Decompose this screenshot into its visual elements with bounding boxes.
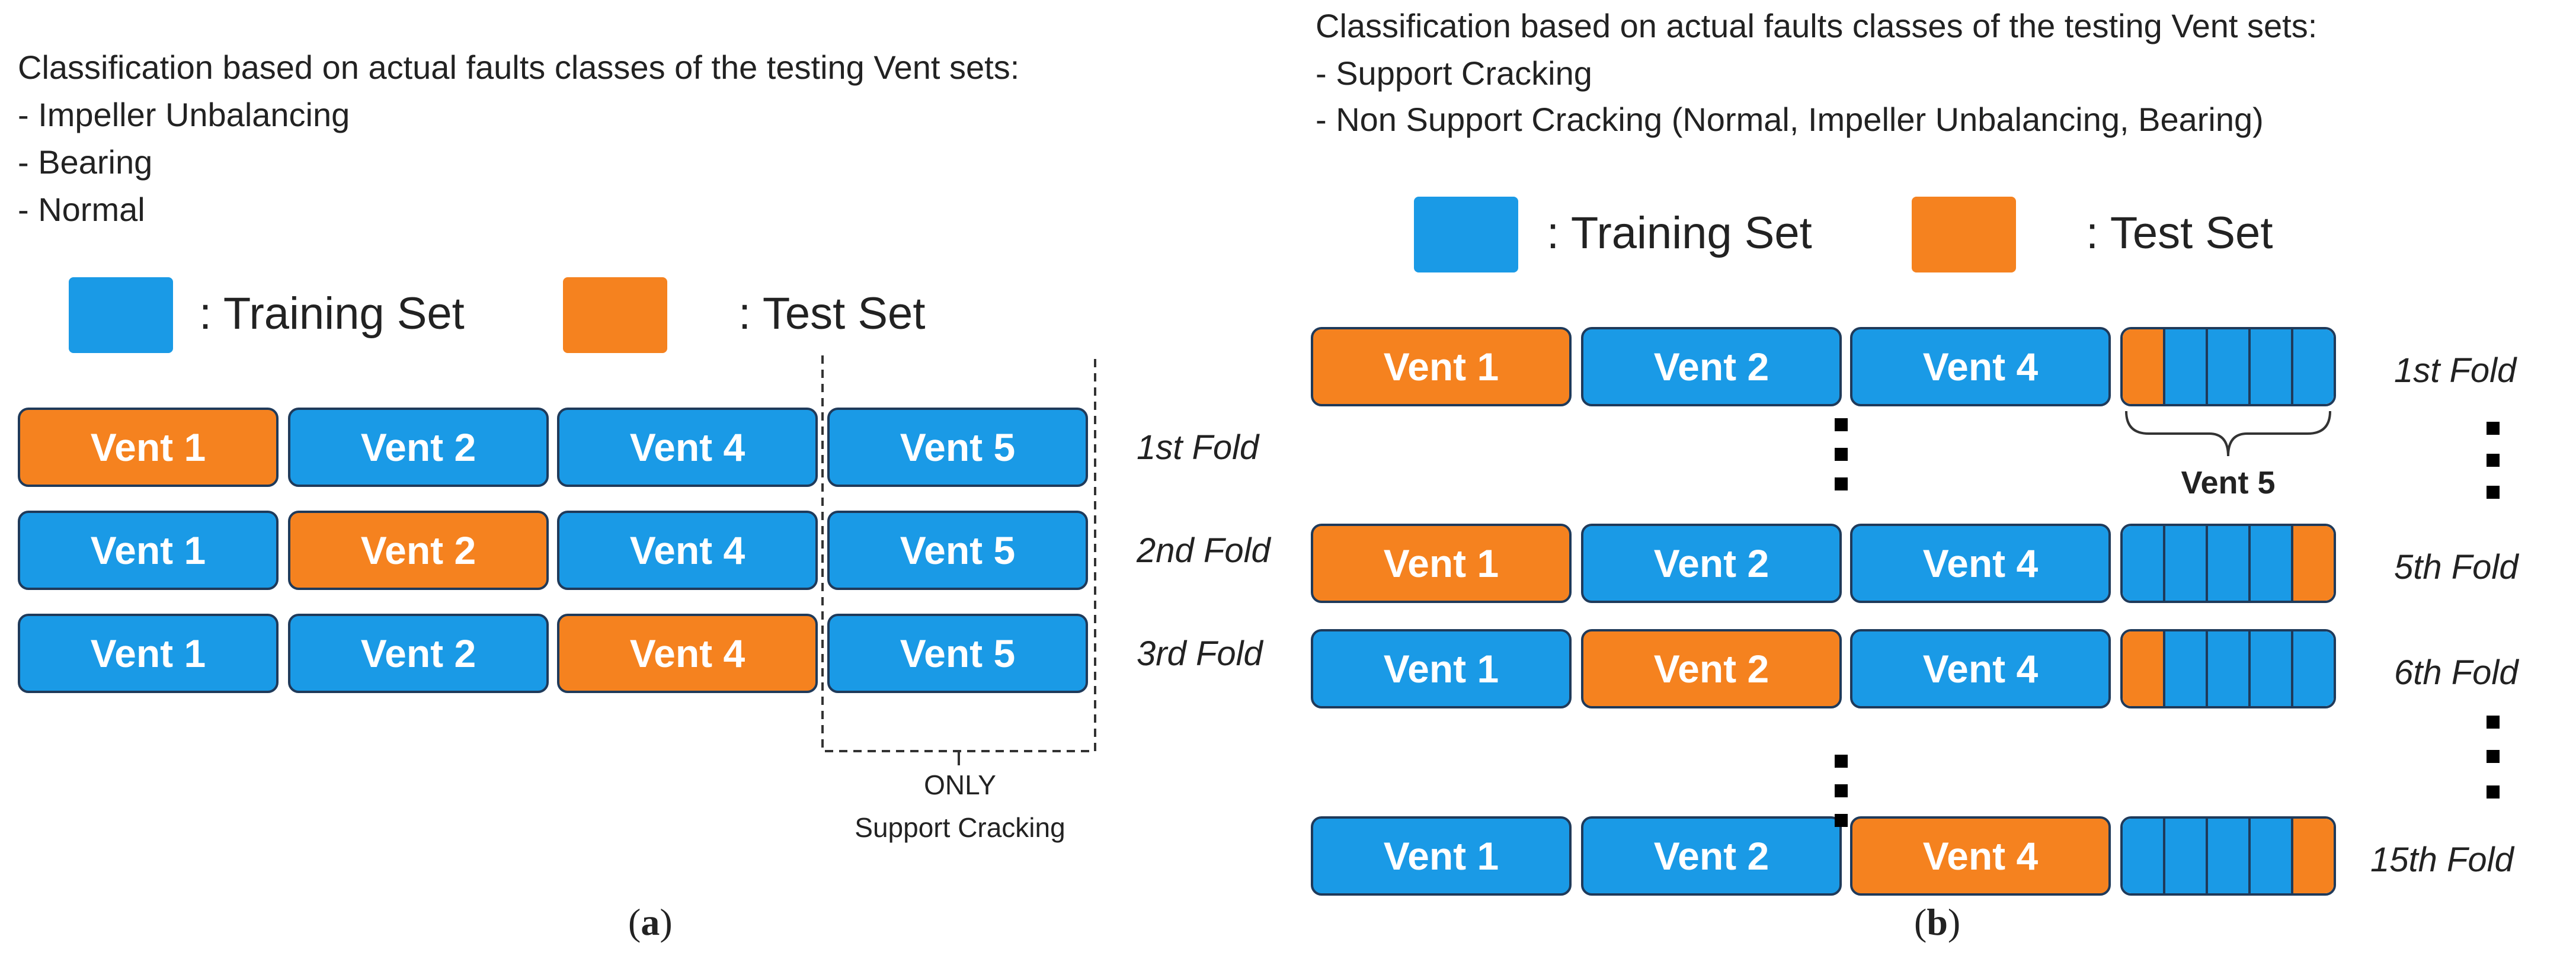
vent5-segment <box>2251 329 2293 404</box>
ellipsis-dot <box>1835 814 1848 827</box>
vent-block: Vent 1 <box>1311 629 1572 708</box>
panel-b-vent5-brace <box>2125 411 2331 457</box>
fold-label: 1st Fold <box>2394 351 2517 390</box>
fold-label: 6th Fold <box>2394 653 2519 692</box>
fold-label: 15th Fold <box>2370 841 2514 879</box>
ellipsis-dot <box>2487 750 2500 763</box>
vent5-segment <box>2123 526 2165 601</box>
panel-a-legend-training-swatch <box>69 277 173 353</box>
vent5-segment <box>2123 819 2165 893</box>
vent-block: Vent 5 <box>827 408 1088 487</box>
ellipsis-dot <box>1835 755 1848 768</box>
panel-a-note-line2: Support Cracking <box>855 812 1065 843</box>
vent-block: Vent 2 <box>288 408 549 487</box>
ellipsis-dot <box>1835 418 1848 431</box>
vent5-segment <box>2208 329 2251 404</box>
panel-b-caption: (b) <box>1914 901 1961 943</box>
vent5-segment <box>2293 329 2334 404</box>
ellipsis-dot <box>2487 422 2500 435</box>
vent5-segments <box>2120 629 2336 708</box>
vent-block: Vent 5 <box>827 511 1088 590</box>
panel-a-legend-test-swatch <box>563 277 667 353</box>
vent-block: Vent 4 <box>557 511 818 590</box>
vent-block: Vent 2 <box>288 511 549 590</box>
ellipsis-dot <box>1835 448 1848 461</box>
vent-block: Vent 2 <box>1581 524 1842 603</box>
vent5-segment <box>2165 819 2208 893</box>
ellipsis-dot <box>2487 486 2500 499</box>
vent5-segment <box>2251 819 2293 893</box>
vent-block: Vent 2 <box>1581 629 1842 708</box>
panel-b-legend-training-label: : Training Set <box>1547 208 1812 258</box>
vent-block: Vent 2 <box>1581 816 1842 896</box>
ellipsis-dot <box>2487 716 2500 729</box>
vent5-segments <box>2120 816 2336 896</box>
panel-a-vent5-dashed-bracket <box>821 355 1096 752</box>
panel-a-description-item: - Impeller Unbalancing <box>18 96 350 133</box>
vent5-segment <box>2208 819 2251 893</box>
ellipsis-dot <box>1835 477 1848 490</box>
vent5-segment <box>2123 329 2165 404</box>
panel-b-description-item: - Non Support Cracking (Normal, Impeller… <box>1316 101 2264 138</box>
panel-a-description-item: - Bearing <box>18 143 153 181</box>
fold-label: 2nd Fold <box>1137 531 1271 570</box>
vent-block: Vent 4 <box>557 408 818 487</box>
vent-block: Vent 1 <box>18 511 279 590</box>
vent5-segment <box>2165 631 2208 706</box>
panel-b-legend-training-swatch <box>1414 197 1518 272</box>
fold-label: 1st Fold <box>1137 428 1259 467</box>
vent-block: Vent 2 <box>1581 327 1842 406</box>
panel-a-caption: (a) <box>628 901 673 943</box>
vent5-segment <box>2165 526 2208 601</box>
fold-label: 3rd Fold <box>1137 634 1263 673</box>
vent5-segment <box>2293 631 2334 706</box>
panel-a-description-heading: Classification based on actual faults cl… <box>18 49 1020 86</box>
vent-block: Vent 1 <box>18 408 279 487</box>
panel-b-vent5-label: Vent 5 <box>2181 465 2276 501</box>
vent-block: Vent 1 <box>1311 524 1572 603</box>
vent5-segment <box>2293 819 2334 893</box>
fold-label: 5th Fold <box>2394 548 2519 586</box>
vent-block: Vent 1 <box>18 614 279 693</box>
ellipsis-dot <box>2487 454 2500 467</box>
panel-a-description-item: - Normal <box>18 191 145 228</box>
vent5-segment <box>2251 526 2293 601</box>
panel-b-description-item: - Support Cracking <box>1316 54 1592 92</box>
panel-b-description-heading: Classification based on actual faults cl… <box>1316 7 2318 44</box>
panel-a-caption-letter: a <box>641 901 660 943</box>
vent-block: Vent 1 <box>1311 327 1572 406</box>
vent5-segments <box>2120 524 2336 603</box>
vent-block: Vent 2 <box>288 614 549 693</box>
panel-b-legend-test-label: : Test Set <box>2086 208 2273 258</box>
panel-b-legend-test-swatch <box>1912 197 2016 272</box>
vent-block: Vent 4 <box>1850 327 2111 406</box>
panel-a-legend-training-label: : Training Set <box>199 288 465 339</box>
vent-block: Vent 4 <box>1850 816 2111 896</box>
vent5-segment <box>2293 526 2334 601</box>
ellipsis-dot <box>2487 785 2500 799</box>
vent5-segments <box>2120 327 2336 406</box>
vent5-segment <box>2251 631 2293 706</box>
vent-block: Vent 5 <box>827 614 1088 693</box>
vent-block: Vent 4 <box>1850 524 2111 603</box>
vent5-segment <box>2208 631 2251 706</box>
vent-block: Vent 4 <box>557 614 818 693</box>
panel-b-caption-letter: b <box>1927 901 1948 943</box>
vent-block: Vent 1 <box>1311 816 1572 896</box>
vent-block: Vent 4 <box>1850 629 2111 708</box>
panel-a-legend-test-label: : Test Set <box>738 288 926 339</box>
ellipsis-dot <box>1835 784 1848 797</box>
panel-a-note-line1: ONLY <box>924 769 996 800</box>
vent5-segment <box>2123 631 2165 706</box>
vent5-segment <box>2208 526 2251 601</box>
vent5-segment <box>2165 329 2208 404</box>
